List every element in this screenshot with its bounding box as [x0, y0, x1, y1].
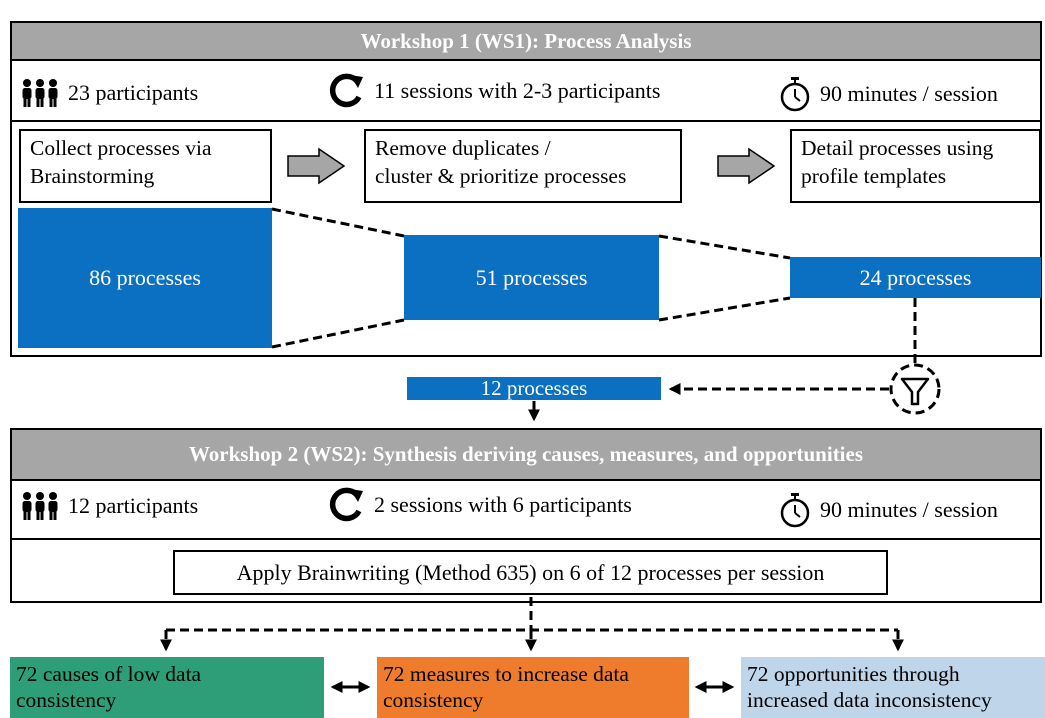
selected-12-processes: 12 processes [407, 377, 661, 400]
ws1-duration-label: 90 minutes / session [820, 81, 998, 106]
step-remove-line1: Remove duplicates / [375, 136, 551, 160]
stopwatch-icon [780, 493, 810, 528]
method-label: Apply Brainwriting (Method 635) on 6 of … [236, 559, 825, 585]
step-collect-line2: Brainstorming [30, 164, 155, 188]
count-51-processes: 51 processes [404, 235, 659, 320]
ws2-duration: 90 minutes / session [778, 492, 998, 528]
stopwatch-icon [780, 77, 810, 112]
ws2-sessions: 2 sessions with 6 participants [328, 487, 632, 523]
outcome-causes-line1: 72 causes of low data [16, 662, 202, 686]
step-remove-duplicates: Remove duplicates / cluster & prioritize… [364, 129, 682, 203]
count-86-processes: 86 processes [18, 208, 272, 348]
step-collect-line1: Collect processes via [30, 136, 212, 160]
filter-funnel-shape [900, 377, 930, 406]
outcome-causes: 72 causes of low data consistency [10, 657, 324, 718]
ws2-participants: 12 participants [20, 491, 198, 521]
outcome-opportunities: 72 opportunities through increased data … [741, 657, 1045, 718]
step-detail-processes: Detail processes using profile templates [790, 129, 1041, 203]
ws1-sessions-label: 11 sessions with 2-3 participants [374, 78, 661, 103]
outcome-opportunities-line2: increased data inconsistency [747, 688, 992, 712]
ws1-divider [12, 120, 1040, 122]
outcome-opportunities-line1: 72 opportunities through [747, 662, 960, 686]
ws1-participants-label: 23 participants [68, 80, 199, 105]
ws2-divider [12, 538, 1040, 540]
step-detail-line1: Detail processes using [801, 136, 994, 160]
step-detail-line2: profile templates [801, 164, 947, 188]
method-box: Apply Brainwriting (Method 635) on 6 of … [173, 550, 888, 595]
ws1-participants: 23 participants [20, 78, 198, 108]
right-arrow-icon [717, 147, 776, 185]
people-group-icon [22, 79, 58, 107]
filter-icon [889, 363, 941, 415]
ws1-duration: 90 minutes / session [778, 76, 998, 112]
outcome-measures-line2: consistency [383, 688, 484, 712]
ws2-participants-label: 12 participants [68, 493, 199, 518]
workshop1-title: Workshop 1 (WS1): Process Analysis [12, 23, 1040, 61]
count-24-processes: 24 processes [790, 257, 1041, 298]
outcome-measures-line1: 72 measures to increase data [383, 662, 629, 686]
workshop2-title: Workshop 2 (WS2): Synthesis deriving cau… [12, 430, 1040, 481]
outcome-causes-line2: consistency [16, 688, 117, 712]
step-remove-line2: cluster & prioritize processes [375, 164, 627, 188]
refresh-cycle-icon [329, 487, 363, 522]
ws2-sessions-label: 2 sessions with 6 participants [374, 492, 632, 517]
step-collect-processes: Collect processes via Brainstorming [19, 129, 272, 203]
ws1-sessions: 11 sessions with 2-3 participants [328, 73, 660, 109]
ws2-duration-label: 90 minutes / session [820, 497, 998, 522]
outcome-measures: 72 measures to increase data consistency [377, 657, 689, 718]
people-group-icon [22, 492, 58, 520]
refresh-cycle-icon [329, 73, 363, 108]
right-arrow-icon [287, 147, 346, 185]
